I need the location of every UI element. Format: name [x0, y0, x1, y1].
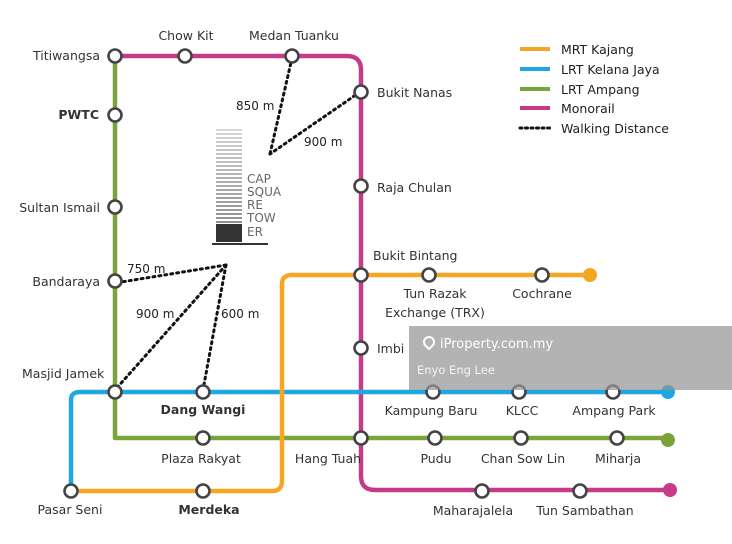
label-sultan-ismail: Sultan Ismail — [19, 200, 100, 215]
label-cochrane: Cochrane — [512, 286, 572, 301]
tower-text-4: TOW — [246, 211, 276, 225]
label-titiwangsa: Titiwangsa — [32, 48, 100, 63]
station-bandaraya[interactable] — [107, 273, 123, 289]
line-lrt-kelana-jaya — [68, 389, 671, 493]
label-merdeka: Merdeka — [178, 502, 239, 517]
station-dang-wangi[interactable] — [195, 384, 211, 400]
station-hang-tuah[interactable] — [353, 430, 369, 446]
station-plaza-rakyat[interactable] — [195, 430, 211, 446]
distance-850: 850 m — [236, 99, 274, 113]
line-lrt-ampang — [112, 55, 671, 441]
label-trx: Exchange (TRX) — [385, 305, 485, 320]
station-bukit-nanas[interactable] — [353, 84, 369, 100]
label-hang-tuah: Hang Tuah — [295, 451, 361, 466]
station-masjid-jamek[interactable] — [107, 384, 123, 400]
distance-750: 750 m — [127, 262, 165, 276]
station-raja-chulan[interactable] — [353, 178, 369, 194]
label-medan-tuanku: Medan Tuanku — [249, 28, 339, 43]
label-chow-kit: Chow Kit — [158, 28, 213, 43]
label-miharja: Miharja — [595, 451, 641, 466]
label-bandaraya: Bandaraya — [32, 274, 100, 289]
walk-masjid-jamek — [113, 263, 228, 392]
label-bukit-nanas: Bukit Nanas — [377, 85, 452, 100]
distance-900-masjid-jamek: 900 m — [136, 307, 174, 321]
label-dang-wangi: Dang Wangi — [161, 402, 246, 417]
station-medan-tuanku[interactable] — [284, 48, 300, 64]
walk-bandaraya — [113, 263, 228, 285]
distance-600: 600 m — [221, 307, 259, 321]
station-bukit-bintang[interactable] — [353, 267, 369, 283]
label-pudu: Pudu — [420, 451, 451, 466]
watermark-box: iProperty.com.my Enyo Eng Lee — [409, 326, 732, 390]
station-sultan-ismail[interactable] — [107, 199, 123, 215]
tower-text-2: SQUA — [247, 185, 282, 199]
label-kampung-baru: Kampung Baru — [385, 403, 478, 418]
tower-text-3: RE — [247, 198, 263, 212]
legend: MRT Kajang LRT Kelana Jaya LRT Ampang Mo… — [518, 42, 669, 136]
label-maharajalela: Maharajalela — [433, 503, 513, 518]
label-bukit-bintang: Bukit Bintang — [373, 248, 457, 263]
label-imbi: Imbi — [377, 341, 404, 356]
station-chow-kit[interactable] — [177, 48, 193, 64]
legend-label-ampang: LRT Ampang — [561, 82, 640, 97]
location-pin-icon — [420, 333, 438, 351]
station-pudu[interactable] — [427, 430, 443, 446]
walk-dang-wangi — [201, 263, 228, 392]
station-cochrane[interactable] — [534, 267, 550, 283]
label-chan-sow-lin: Chan Sow Lin — [481, 451, 565, 466]
legend-label-monorail: Monorail — [561, 101, 615, 116]
cap-square-tower-icon: CAP SQUA RE TOW ER — [212, 128, 282, 245]
label-tun-sambathan: Tun Sambathan — [535, 503, 633, 518]
station-tun-razak-exchange[interactable] — [421, 267, 437, 283]
label-pasar-seni: Pasar Seni — [38, 502, 103, 517]
label-plaza-rakyat: Plaza Rakyat — [161, 451, 241, 466]
watermark-brand-text: iProperty.com.my — [440, 337, 554, 352]
station-imbi[interactable] — [353, 340, 369, 356]
walk-bukit-nanas — [268, 90, 362, 156]
station-tun-sambathan[interactable] — [572, 483, 588, 499]
station-chan-sow-lin[interactable] — [513, 430, 529, 446]
line-mrt-kajang — [70, 272, 593, 494]
distance-900-bukit-nanas: 900 m — [304, 135, 342, 149]
label-klcc: KLCC — [506, 403, 539, 418]
label-tun-razak: Tun Razak — [402, 286, 467, 301]
mrt-terminus-dot — [583, 268, 597, 282]
ampang-terminus-dot — [661, 433, 675, 447]
station-merdeka[interactable] — [195, 483, 211, 499]
label-ampang-park: Ampang Park — [572, 403, 656, 418]
watermark-credit: Enyo Eng Lee — [417, 363, 495, 377]
label-masjid-jamek: Masjid Jamek — [22, 366, 105, 381]
station-titiwangsa[interactable] — [107, 48, 123, 64]
station-pasar-seni[interactable] — [63, 483, 79, 499]
station-maharajalela[interactable] — [474, 483, 490, 499]
monorail-terminus-dot — [663, 483, 677, 497]
label-raja-chulan: Raja Chulan — [377, 180, 452, 195]
legend-label-kelana: LRT Kelana Jaya — [561, 62, 660, 77]
station-pwtc[interactable] — [107, 107, 123, 123]
tower-text-5: ER — [247, 225, 263, 239]
walk-medan-tuanku — [268, 56, 294, 156]
legend-label-mrt: MRT Kajang — [561, 42, 634, 57]
station-miharja[interactable] — [609, 430, 625, 446]
tower-text-1: CAP — [247, 172, 271, 186]
label-pwtc: PWTC — [58, 107, 99, 122]
watermark-brand: iProperty.com.my — [420, 333, 554, 352]
legend-label-walking: Walking Distance — [561, 121, 669, 136]
